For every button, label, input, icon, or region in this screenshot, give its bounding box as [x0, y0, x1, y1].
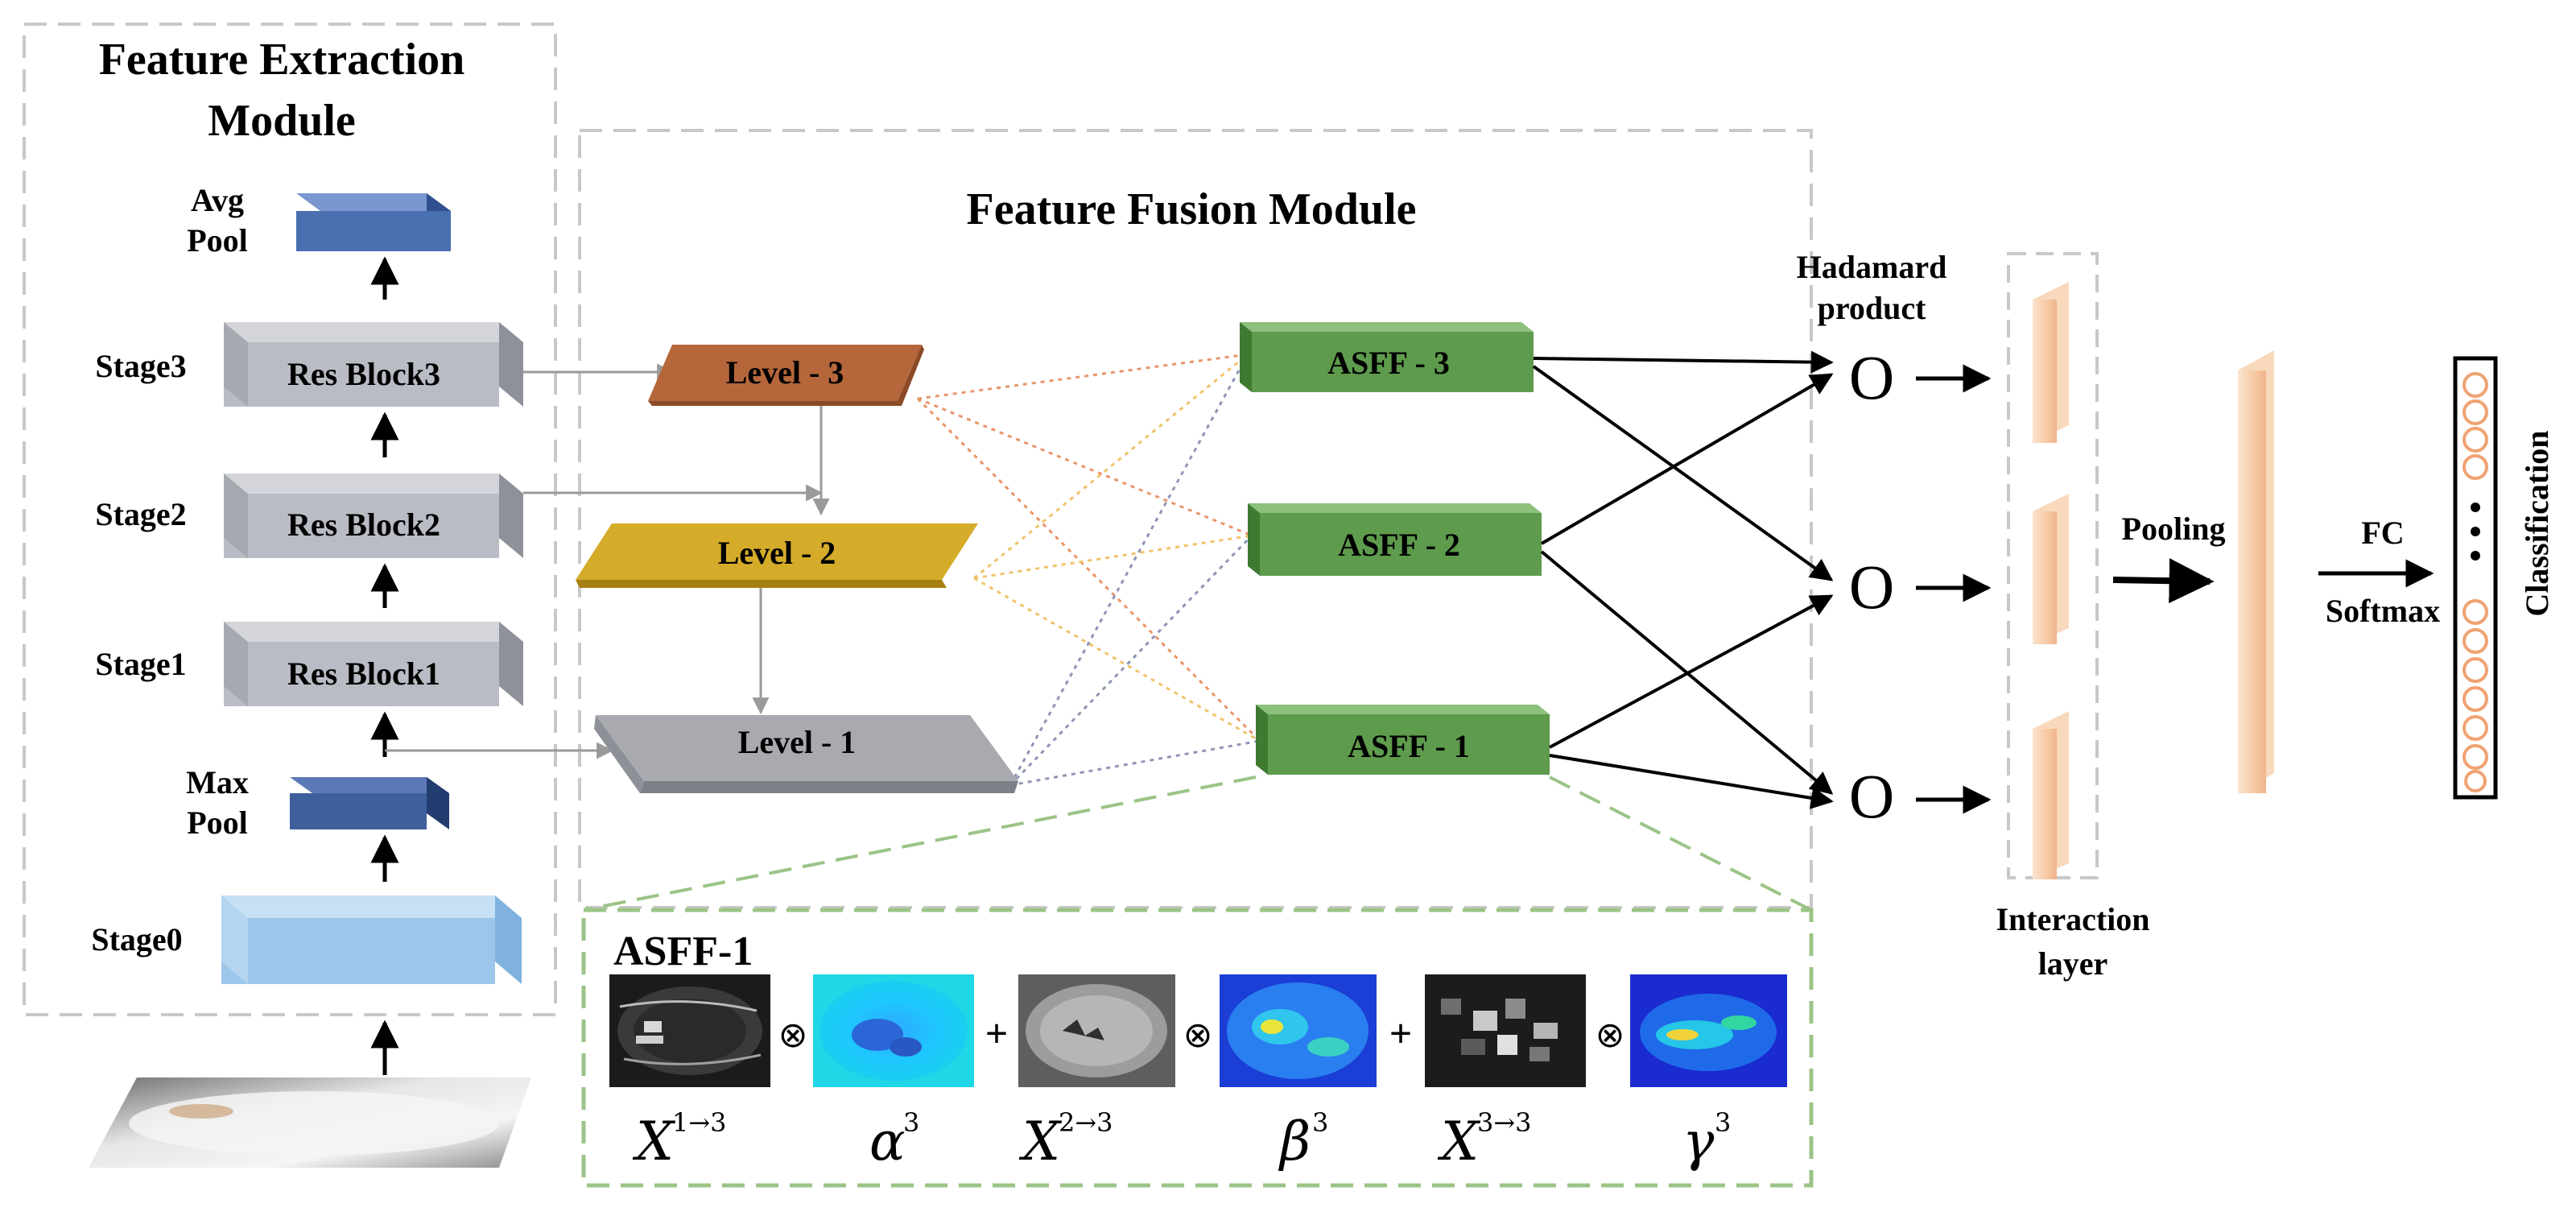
classification-vector-frame	[2453, 356, 2498, 800]
otimes-3: ⊗	[1596, 1015, 1625, 1056]
max-pool-block	[290, 777, 449, 829]
stage1-label: Stage1	[95, 646, 186, 682]
level3-label: Level - 3	[726, 354, 844, 391]
feature-map-x23	[1018, 974, 1175, 1087]
level1-block	[594, 715, 1018, 793]
asff2-block	[1248, 503, 1542, 576]
max-pool-label-line1: Max	[186, 764, 249, 800]
interaction-bar-bottom	[2033, 711, 2069, 879]
res-block2	[224, 474, 523, 558]
stage3-label: Stage3	[95, 348, 186, 384]
classification-label: Classification	[2519, 430, 2555, 616]
feature-fusion-frame	[578, 129, 1813, 909]
stage2-label: Stage2	[95, 496, 186, 532]
hadamard-label-line2: product	[1818, 290, 1927, 326]
extraction-title-line2: Module	[208, 96, 356, 146]
res-block2-label: Res Block2	[287, 507, 440, 543]
interaction-bar-middle	[2033, 494, 2069, 644]
pooling-label: Pooling	[2122, 511, 2226, 547]
formula-x13: X 1→3	[632, 1107, 727, 1173]
plus-2: +	[1389, 1011, 1413, 1056]
softmax-label: Softmax	[2326, 593, 2440, 629]
zoom-line-left	[583, 776, 1257, 912]
otimes-1: ⊗	[778, 1015, 808, 1056]
svg-text:X: X	[1437, 1111, 1481, 1173]
svg-text:β: β	[1278, 1111, 1311, 1173]
svg-text:γ: γ	[1682, 1111, 1715, 1173]
input-image	[89, 1077, 531, 1168]
level2-block	[576, 523, 978, 588]
asff2-label: ASFF - 2	[1338, 527, 1460, 563]
res-block3	[224, 322, 523, 407]
svg-text:1→3: 1→3	[672, 1107, 727, 1138]
svg-text:3: 3	[903, 1107, 919, 1138]
stage0-label: Stage0	[91, 921, 182, 957]
asff-detail-frame	[581, 908, 1814, 1188]
svg-text:X: X	[632, 1111, 676, 1173]
feature-map-gamma3	[1630, 974, 1787, 1087]
feature-extraction-frame	[23, 23, 557, 1016]
interaction-label-line2: layer	[2038, 945, 2108, 982]
avg-pool-label-line1: Avg	[191, 182, 244, 218]
svg-text:3: 3	[1715, 1107, 1731, 1138]
hadamard-label-line1: Hadamard	[1797, 249, 1947, 285]
feature-map-beta3	[1220, 974, 1377, 1087]
svg-text:α: α	[869, 1111, 906, 1173]
asff1-label: ASFF - 1	[1348, 728, 1470, 764]
res-block3-label: Res Block3	[287, 356, 440, 392]
formula-gamma3: γ 3	[1682, 1107, 1731, 1173]
res-block1-label: Res Block1	[287, 656, 440, 692]
interaction-bar-top	[2033, 282, 2069, 443]
extraction-title-line1: Feature Extraction	[99, 35, 465, 85]
otimes-2: ⊗	[1183, 1015, 1213, 1056]
feature-map-x33	[1425, 974, 1586, 1087]
asff3-label: ASFF - 3	[1327, 345, 1450, 381]
hadamard-symbol-middle: O	[1849, 552, 1894, 622]
asff1-block	[1256, 705, 1550, 775]
formula-beta3: β 3	[1278, 1107, 1328, 1173]
formula-x23: X 2→3	[1018, 1107, 1113, 1173]
asff-hadamard-connections	[1532, 350, 1834, 809]
plus-1: +	[985, 1011, 1009, 1056]
arrow-interaction-to-pooled	[2112, 558, 2215, 604]
hadamard-symbol-bottom: O	[1849, 761, 1894, 831]
level3-block	[648, 345, 924, 406]
output-ellipsis	[2471, 503, 2480, 560]
fusion-title: Feature Fusion Module	[967, 184, 1417, 234]
level-asff-connections	[916, 353, 1261, 787]
max-pool-label-line2: Pool	[187, 804, 248, 841]
formula-x33: X 3→3	[1437, 1107, 1532, 1173]
svg-text:3: 3	[1312, 1107, 1328, 1138]
feature-map-alpha3	[813, 974, 974, 1087]
feature-map-x13	[609, 974, 770, 1087]
output-vector	[2462, 372, 2488, 792]
interaction-label-line1: Interaction	[1996, 901, 2149, 937]
stage0-block	[221, 895, 522, 984]
zoom-line-right	[1549, 776, 1812, 912]
avg-pool-label-line2: Pool	[187, 222, 248, 259]
level2-label: Level - 2	[718, 535, 836, 571]
svg-text:X: X	[1018, 1111, 1063, 1173]
hadamard-symbol-top: O	[1849, 342, 1894, 412]
asff-detail-title: ASFF-1	[613, 929, 753, 974]
svg-text:2→3: 2→3	[1059, 1107, 1113, 1138]
pooled-feature-bar	[2238, 350, 2274, 793]
level1-label: Level - 1	[738, 724, 857, 760]
res-block1	[224, 622, 523, 706]
asff3-block	[1240, 322, 1534, 392]
fc-label: FC	[2361, 515, 2404, 551]
formula-alpha3: α 3	[869, 1107, 919, 1173]
svg-text:3→3: 3→3	[1477, 1107, 1532, 1138]
avg-pool-block	[296, 193, 451, 251]
